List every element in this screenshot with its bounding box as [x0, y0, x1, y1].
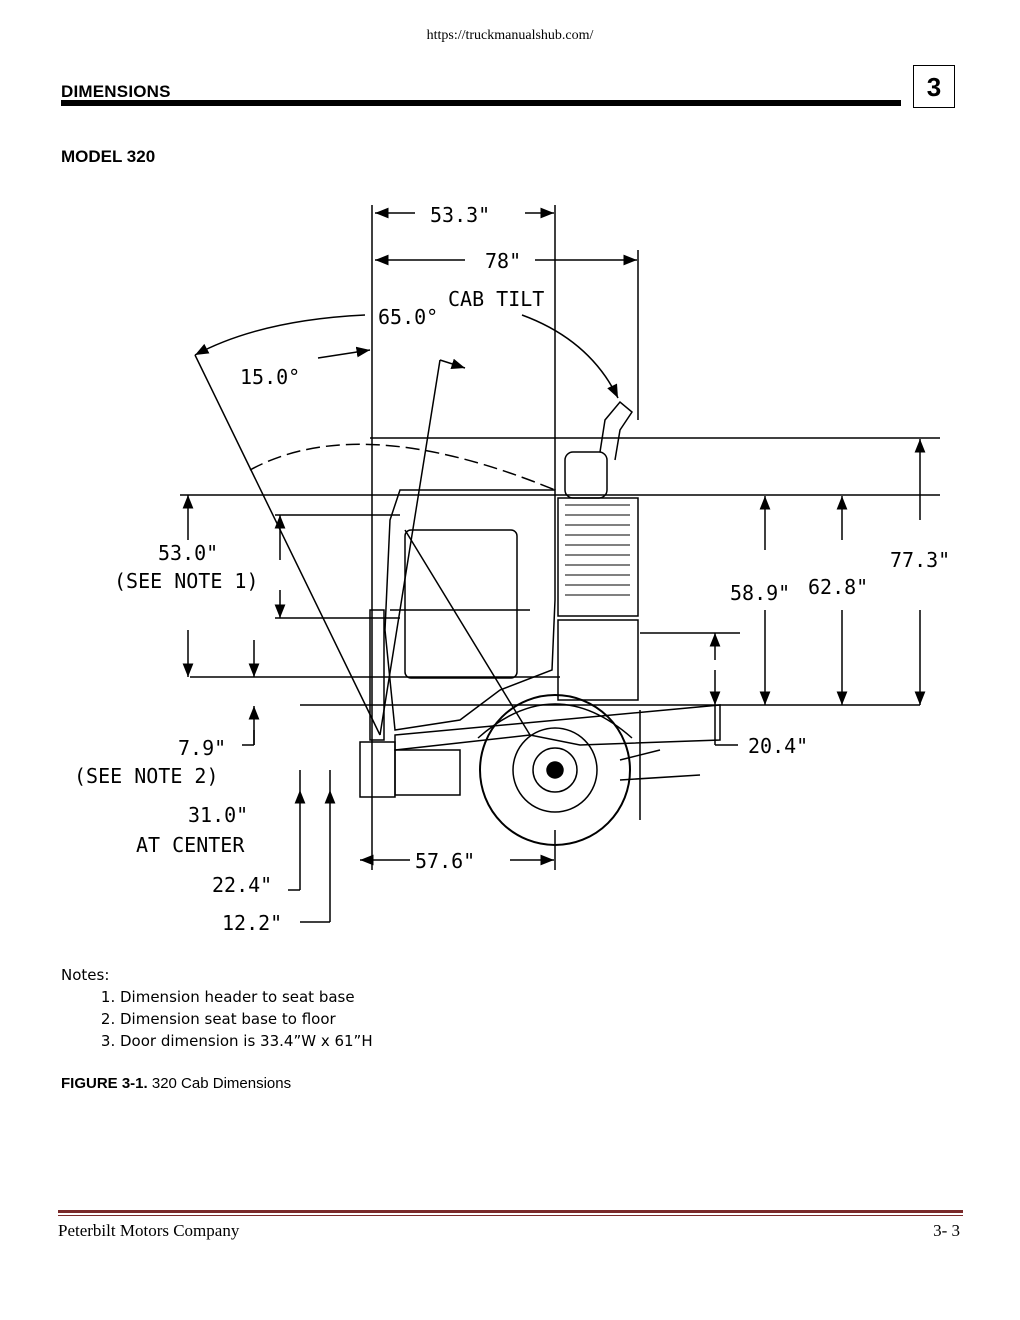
- footer-company: Peterbilt Motors Company: [58, 1221, 240, 1240]
- footer-page-number: 3- 3: [933, 1221, 960, 1240]
- label-height-20-4: 20.4": [748, 734, 808, 758]
- notes-heading: Notes:: [61, 966, 110, 984]
- label-top-width: 53.3": [430, 203, 490, 227]
- label-overall-width: 78": [485, 249, 521, 273]
- label-cab-tilt: CAB TILT: [448, 287, 544, 311]
- footer-rule: [58, 1210, 963, 1213]
- section-title: DIMENSIONS: [61, 82, 171, 101]
- label-height-22-4: 22.4": [212, 873, 272, 897]
- label-height-62-8: 62.8": [808, 575, 868, 599]
- figure-label: FIGURE 3-1.: [61, 1075, 148, 1092]
- note-item: Dimension header to seat base: [120, 986, 373, 1008]
- label-height-58-9: 58.9": [730, 581, 790, 605]
- notes-list: Dimension header to seat base Dimension …: [61, 986, 373, 1052]
- notes-block: Notes: Dimension header to seat base Dim…: [61, 964, 373, 1052]
- label-height-77-3: 77.3": [890, 548, 950, 572]
- figure-caption-text: 320 Cab Dimensions: [147, 1075, 292, 1092]
- label-cab-tilt-angle: 65.0°: [378, 305, 438, 329]
- cab-dimensions-drawing: 53.3" 78" 65.0° CAB TILT 15.0° 53.0" (SE…: [74, 203, 950, 935]
- label-small-angle: 15.0°: [240, 365, 300, 389]
- note-item: Dimension seat base to floor: [120, 1008, 373, 1030]
- source-url[interactable]: https://truckmanualshub.com/: [426, 28, 594, 43]
- label-note1-ref: (SEE NOTE 1): [114, 569, 259, 593]
- header-rule: [61, 100, 901, 106]
- label-at-center: AT CENTER: [136, 833, 245, 857]
- chapter-number-badge: 3: [913, 65, 955, 108]
- note-item: Door dimension is 33.4”W x 61”H: [120, 1030, 373, 1052]
- footer-rule-thin: [58, 1215, 963, 1216]
- label-height-53: 53.0": [158, 541, 218, 565]
- label-axle-distance: 57.6": [415, 849, 475, 873]
- label-height-7-9: 7.9": [178, 736, 226, 760]
- label-height-31: 31.0": [188, 803, 248, 827]
- label-height-12-2: 12.2": [222, 911, 282, 935]
- figure-caption: FIGURE 3-1. 320 Cab Dimensions: [61, 1075, 291, 1092]
- model-title: MODEL 320: [61, 147, 156, 166]
- label-note2-ref: (SEE NOTE 2): [74, 764, 219, 788]
